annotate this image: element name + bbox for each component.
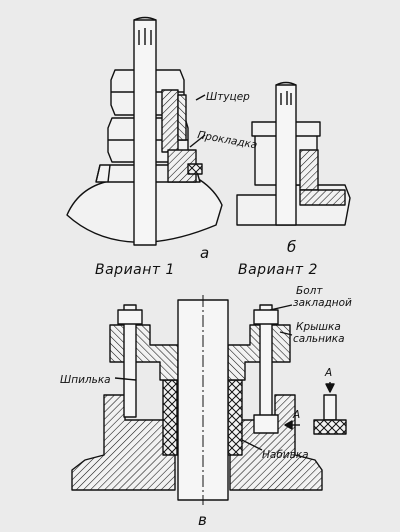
variant-1-drawing bbox=[66, 16, 223, 246]
caption-variant-1: Вариант 1 bbox=[95, 262, 175, 278]
gland-assembly-drawing bbox=[71, 295, 323, 505]
view-a-detail bbox=[313, 382, 347, 435]
label-arrow-a: А bbox=[292, 409, 300, 421]
label-view-a: А bbox=[324, 367, 332, 379]
label-kryshka-line2: сальника bbox=[293, 333, 345, 345]
label-shpilka: Шпилька bbox=[60, 374, 111, 386]
caption-a: а bbox=[200, 244, 209, 262]
label-bolt-line2: закладной bbox=[293, 297, 352, 309]
label-bolt-line1: Болт bbox=[296, 285, 323, 297]
label-nabivka: Набивка bbox=[262, 449, 309, 461]
caption-b: б bbox=[287, 238, 296, 256]
label-prokladka: Прокладка bbox=[196, 129, 258, 151]
variant-2-drawing bbox=[236, 81, 351, 226]
caption-v: в bbox=[198, 511, 207, 529]
label-shtutser: Штуцер bbox=[206, 91, 250, 103]
caption-variant-2: Вариант 2 bbox=[238, 262, 318, 278]
label-kryshka-line1: Крышка bbox=[296, 321, 341, 333]
